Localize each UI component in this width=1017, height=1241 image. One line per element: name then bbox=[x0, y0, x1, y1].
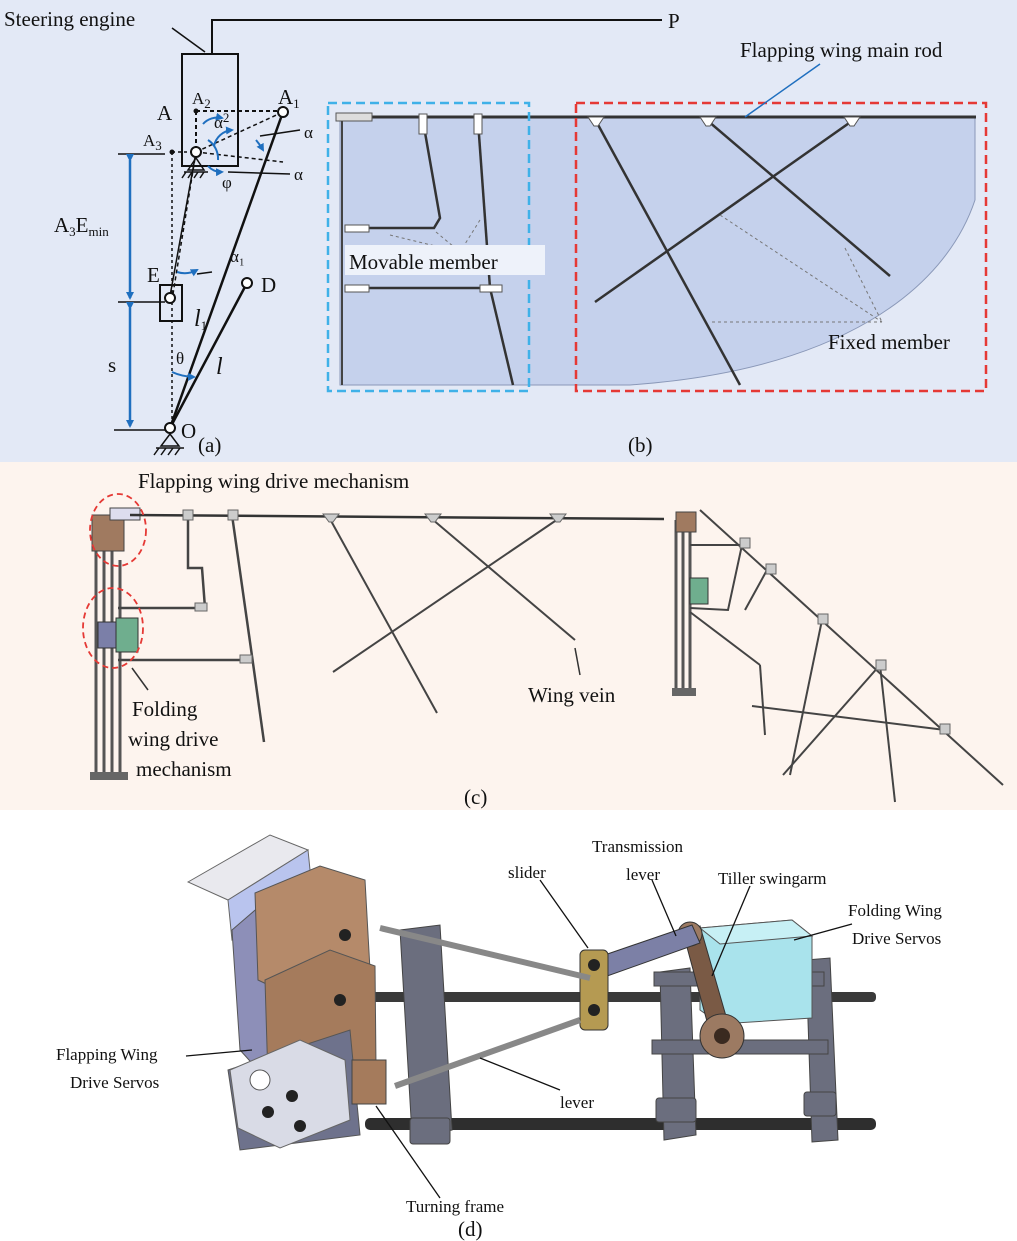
theta-label: θ bbox=[176, 349, 184, 368]
joint-d bbox=[241, 277, 253, 289]
phi-label: φ bbox=[222, 173, 232, 192]
alpha-label: α bbox=[304, 123, 313, 142]
panel-c-background bbox=[0, 462, 1017, 810]
fold-drive-ellipse bbox=[82, 587, 144, 669]
flap-drive-label: Flapping wing drive mechanism bbox=[138, 469, 409, 493]
panel-b: Flapping wing main rod Movable member Fi… bbox=[326, 38, 988, 457]
joint-e bbox=[164, 292, 176, 304]
p-line bbox=[211, 19, 662, 54]
turning-frame-label: Turning frame bbox=[406, 1197, 504, 1216]
fold-drive-label-2: wing drive bbox=[128, 727, 218, 751]
joint-a bbox=[190, 146, 202, 158]
a-label: A bbox=[157, 101, 173, 125]
panel-b-tag: (b) bbox=[628, 433, 653, 457]
flapping-servos-label-2: Drive Servos bbox=[70, 1073, 159, 1092]
panel-d-tag: (d) bbox=[458, 1217, 483, 1241]
upper-rod bbox=[379, 925, 591, 981]
panel-a: Steering engine P A1 A2 A A3 α2 α α φ A3… bbox=[4, 7, 680, 457]
ground-a bbox=[181, 156, 208, 179]
ground-o bbox=[153, 432, 184, 456]
p-label: P bbox=[668, 9, 680, 33]
slider-label: slider bbox=[508, 863, 546, 882]
link-ae bbox=[169, 151, 197, 297]
folding-servos-label-2: Drive Servos bbox=[852, 929, 941, 948]
transmission-label-2: lever bbox=[626, 865, 660, 884]
fixed-member-box bbox=[574, 101, 988, 393]
alpha-mark-label: α bbox=[294, 165, 303, 184]
slider-block bbox=[579, 949, 609, 1031]
movable-member-label: Movable member bbox=[349, 250, 498, 274]
fold-drive-label-1: Folding bbox=[132, 697, 198, 721]
l1-label: l1 bbox=[194, 306, 207, 333]
tiller-label: Tiller swingarm bbox=[718, 869, 826, 888]
link-od bbox=[168, 282, 249, 429]
alpha2-label: α2 bbox=[214, 110, 229, 132]
d-label: D bbox=[261, 273, 276, 297]
lever-label: lever bbox=[560, 1093, 594, 1112]
o-label: O bbox=[181, 419, 196, 443]
flap-drive-ellipse bbox=[89, 493, 147, 567]
panel-c: Flapping wing drive mechanism Folding wi… bbox=[82, 469, 1004, 809]
rail-front bbox=[365, 1118, 876, 1130]
a1-label: A1 bbox=[278, 85, 300, 111]
main-rod-label: Flapping wing main rod bbox=[740, 38, 943, 62]
wing-membrane bbox=[339, 116, 976, 386]
fixed-member-label: Fixed member bbox=[828, 330, 950, 354]
fold-drive-label-3: mechanism bbox=[136, 757, 232, 781]
panel-c-tag: (c) bbox=[464, 785, 487, 809]
steering-engine-label: Steering engine bbox=[4, 7, 135, 31]
folding-servos-label-1: Folding Wing bbox=[848, 901, 942, 920]
l-label: l bbox=[216, 354, 223, 380]
joint-o bbox=[164, 422, 176, 434]
s-label: s bbox=[108, 353, 116, 377]
flapping-servos-label-1: Flapping Wing bbox=[56, 1045, 158, 1064]
joint-a1 bbox=[277, 106, 289, 118]
transmission-label-1: Transmission bbox=[592, 837, 684, 856]
alpha1-label: α₁ bbox=[230, 247, 245, 266]
steering-leader bbox=[171, 27, 206, 53]
a3emin-label: A3Emin bbox=[54, 213, 109, 239]
e-label: E bbox=[147, 263, 160, 287]
wing-vein-label: Wing vein bbox=[528, 683, 616, 707]
panel-d: Transmission lever slider Tiller swingar… bbox=[56, 834, 942, 1241]
a3-label: A3 bbox=[143, 131, 162, 153]
lower-rod bbox=[393, 1017, 582, 1089]
a2-label: A2 bbox=[192, 89, 211, 111]
slider-e bbox=[159, 284, 183, 322]
panel-a-tag: (a) bbox=[198, 433, 221, 457]
flapping-servos bbox=[186, 834, 387, 1151]
